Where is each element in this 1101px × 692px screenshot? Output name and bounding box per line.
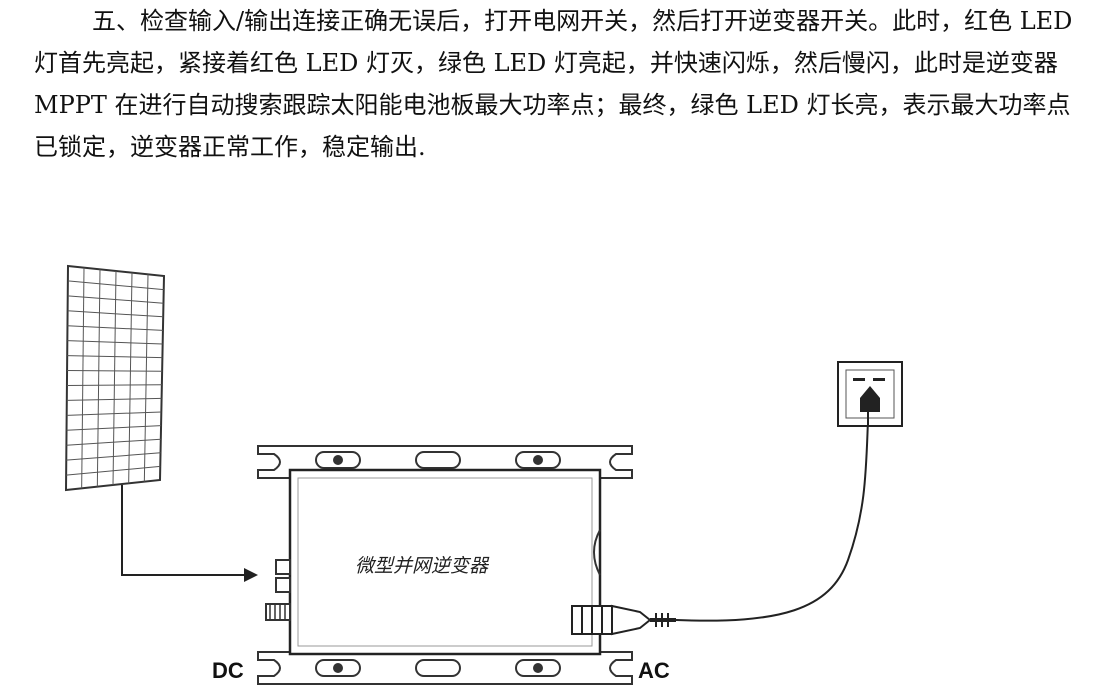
instruction-text: 五、检查输入/输出连接正确无误后，打开电网开关，然后打开逆变器开关。此时，红色 … [34,0,1084,168]
inverter-label: 微型并网逆变器 [355,555,490,577]
solar-panel-icon [64,264,166,492]
ac-plug-icon [571,604,676,636]
step-five-paragraph: 五、检查输入/输出连接正确无误后，打开电网开关，然后打开逆变器开关。此时，红色 … [34,7,1073,161]
dc-input-arrow [121,485,258,582]
ac-cable [675,419,869,622]
wall-outlet-icon [837,361,903,427]
inverter-device [257,445,633,685]
dc-label: DC [212,658,244,683]
ac-label: AC [638,658,670,683]
